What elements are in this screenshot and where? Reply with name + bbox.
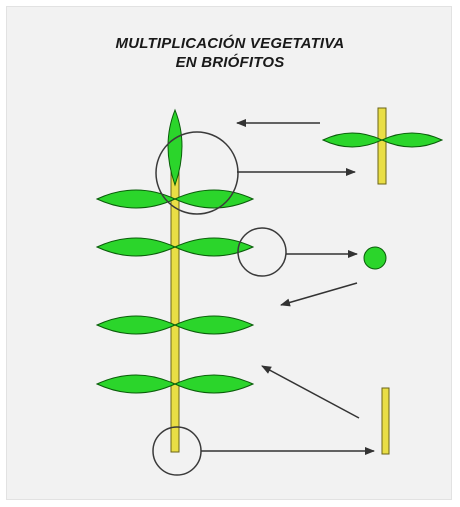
gemma-fragment xyxy=(364,247,386,269)
leaf-left-4 xyxy=(97,375,175,393)
leaf-highlight-circle xyxy=(238,228,286,276)
main-stem xyxy=(171,170,179,452)
shoot-fragment-leaf-left xyxy=(323,133,382,147)
leaf-left-2 xyxy=(97,238,175,256)
shoot-fragment-stem xyxy=(378,108,386,184)
leaf-right-3 xyxy=(175,316,253,334)
arrow-gemma-back xyxy=(281,283,357,305)
main-plant xyxy=(97,110,253,452)
leaf-right-1 xyxy=(175,190,253,208)
leaf-right-4 xyxy=(175,375,253,393)
leaf-left-3 xyxy=(97,316,175,334)
leaf-left-1 xyxy=(97,190,175,208)
shoot-fragment-leaf-right xyxy=(382,133,442,147)
apex-bud xyxy=(168,110,182,185)
arrow-stem-back xyxy=(262,366,359,418)
stem-fragment xyxy=(382,388,389,454)
